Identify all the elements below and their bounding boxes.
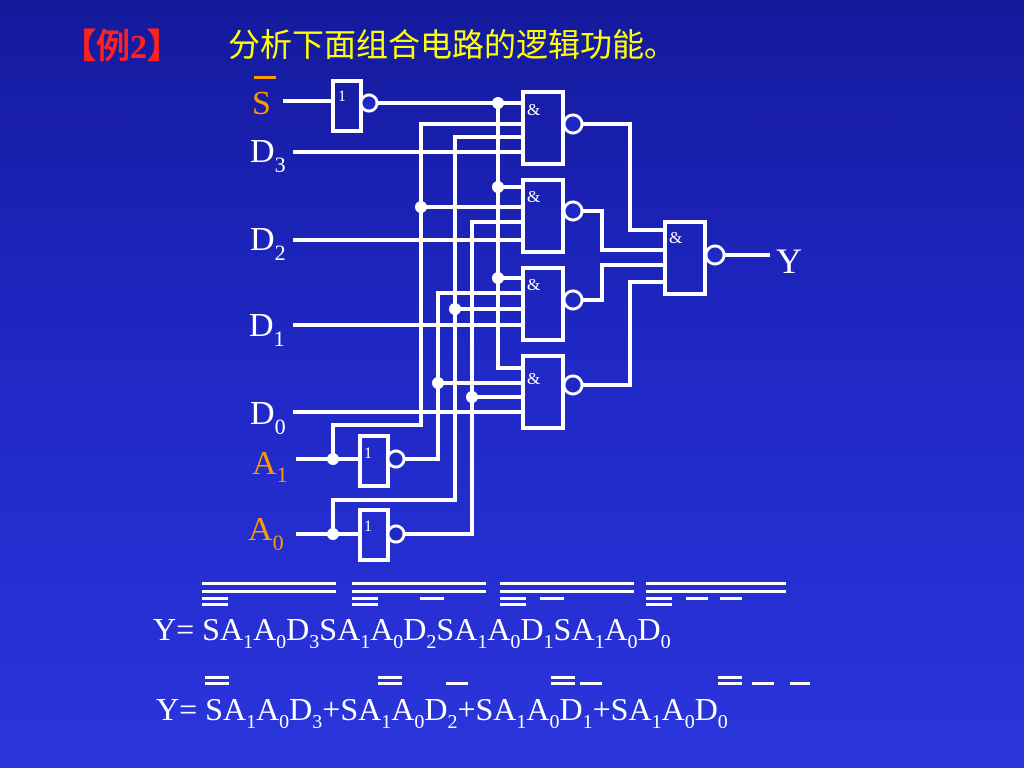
and-gate-symbol: &: [669, 228, 682, 247]
svg-text:Y= SA1A0D3+SA1A0D2+SA1A0: Y= SA1A0D3+SA1A0D2+SA1A0D1+SA1A0D0: [156, 691, 728, 733]
nand-gate-4: &: [521, 354, 584, 430]
nand-gate-3: &: [521, 266, 584, 342]
and-gate-symbol: &: [527, 187, 540, 206]
nand-gate-2: &: [521, 178, 584, 254]
output-label-y: Y: [776, 241, 802, 281]
page-title: 分析下面组合电路的逻辑功能。: [228, 26, 676, 64]
input-label-d0: D0: [250, 395, 286, 439]
input-label-d1: D1: [249, 307, 285, 351]
input-label-d3: D3: [250, 133, 286, 177]
svg-text:Y= SA1A0D3SA1A0D2SA1A0D1: Y= SA1A0D3SA1A0D2SA1A0D1SA1A0D0: [153, 611, 671, 653]
equation-2: Y= SA1A0D3+SA1A0D2+SA1A0D1+SA1A0D0: [156, 676, 810, 733]
input-label-a1: A1: [252, 445, 288, 487]
junction-dot: [432, 377, 444, 389]
nand-gate-1: &: [521, 90, 584, 166]
junction-dot: [327, 453, 339, 465]
not-gate-symbol: 1: [338, 88, 346, 105]
example-tag: 【例2】: [62, 28, 181, 66]
input-label-d2: D2: [250, 221, 286, 265]
equation-1-overbars: [202, 582, 786, 606]
eq1-prefix: Y=: [153, 611, 194, 647]
eq2-prefix: Y=: [156, 691, 197, 727]
not-gate-a0: 1: [358, 508, 406, 562]
equation-2-overbars: [205, 676, 810, 685]
junction-dot: [327, 528, 339, 540]
and-gate-symbol: &: [527, 100, 540, 119]
junction-dot: [466, 391, 478, 403]
junction-dot: [415, 201, 427, 213]
svg-text:S: S: [252, 85, 271, 122]
not-gate-symbol: 1: [364, 518, 372, 535]
and-gate-symbol: &: [527, 275, 540, 294]
junction-dot: [492, 181, 504, 193]
junction-dot: [492, 97, 504, 109]
not-gate-s: 1: [331, 79, 379, 133]
not-gate-symbol: 1: [364, 445, 372, 462]
input-label-a0: A0: [248, 511, 284, 555]
equation-1: Y= SA1A0D3SA1A0D2SA1A0D1SA1A0D0: [153, 582, 786, 653]
input-label-s: S: [252, 76, 276, 122]
junction-dots: [327, 97, 504, 540]
not-gate-a1: 1: [358, 434, 406, 488]
junction-dot: [492, 272, 504, 284]
and-gate-symbol: &: [527, 369, 540, 388]
nand-gate-output: &: [663, 220, 726, 296]
junction-dot: [449, 303, 461, 315]
